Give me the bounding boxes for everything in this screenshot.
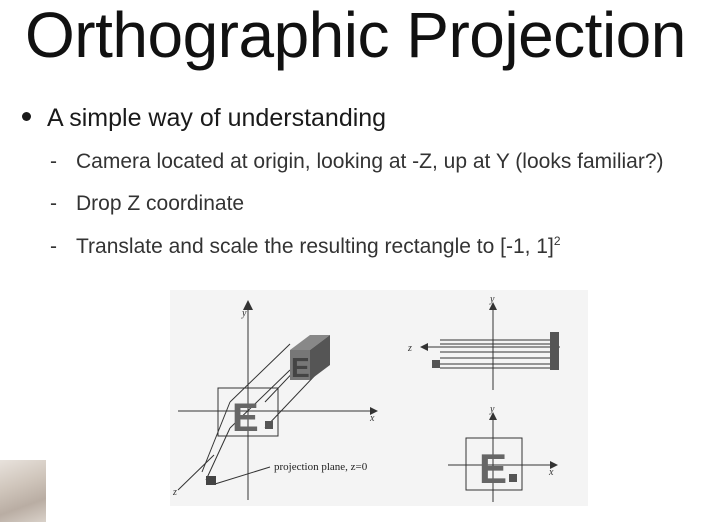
subbullet-1-text: Camera located at origin, looking at -Z,… — [76, 150, 664, 173]
bullet-main: A simple way of understanding — [22, 104, 386, 133]
top-view-z-label: z — [407, 343, 412, 354]
front-view-small-block — [509, 474, 517, 482]
front-view-plane — [465, 437, 523, 491]
webcam-overlay — [0, 460, 46, 522]
projection-plane — [217, 387, 279, 437]
bullet-dot — [22, 111, 31, 121]
e-block-3d: E — [290, 335, 330, 383]
top-view-z-arrow — [420, 343, 428, 351]
front-view-x-arrow — [550, 461, 558, 469]
front-view-x-label: x — [548, 467, 554, 478]
subbullet-1: -Camera located at origin, looking at -Z… — [50, 150, 664, 173]
left-z-axis — [177, 454, 215, 491]
e-projected-letter: E — [232, 396, 259, 440]
left-z-label: z — [172, 487, 177, 498]
superscript-2: 2 — [553, 234, 561, 248]
left-x-label: x — [369, 413, 375, 424]
subbullet-2: -Drop Z coordinate — [50, 192, 245, 215]
subbullet-3: -Translate and scale the resulting recta… — [50, 234, 561, 258]
top-view-small-block — [432, 360, 440, 368]
projection-diagram: y x z E E projection plane, z=0 y — [172, 294, 560, 502]
bullet-main-text: A simple way of understanding — [47, 104, 387, 132]
projection-plane-caption: projection plane, z=0 — [274, 461, 368, 473]
slide-title: Orthographic Projection — [25, 0, 686, 71]
front-view-y-label: y — [489, 404, 495, 415]
front-view-e-letter: E — [479, 445, 507, 492]
e-3d-letter: E — [291, 352, 310, 383]
small-block-near — [206, 476, 216, 485]
left-y-arrow — [243, 300, 253, 310]
top-view-y-arrow — [489, 302, 497, 310]
left-x-arrow — [370, 407, 378, 415]
front-view-y-arrow — [489, 412, 497, 420]
small-block-plane — [265, 421, 273, 429]
top-view-y-label: y — [489, 294, 495, 305]
caption-leader — [214, 466, 271, 485]
subbullet-2-text: Drop Z coordinate — [76, 192, 245, 215]
top-view-e-block — [550, 332, 559, 370]
left-y-label: y — [241, 308, 247, 319]
projection-figure: y x z E E projection plane, z=0 y — [170, 290, 588, 506]
subbullet-3-text: Translate and scale the resulting rectan… — [76, 235, 554, 258]
